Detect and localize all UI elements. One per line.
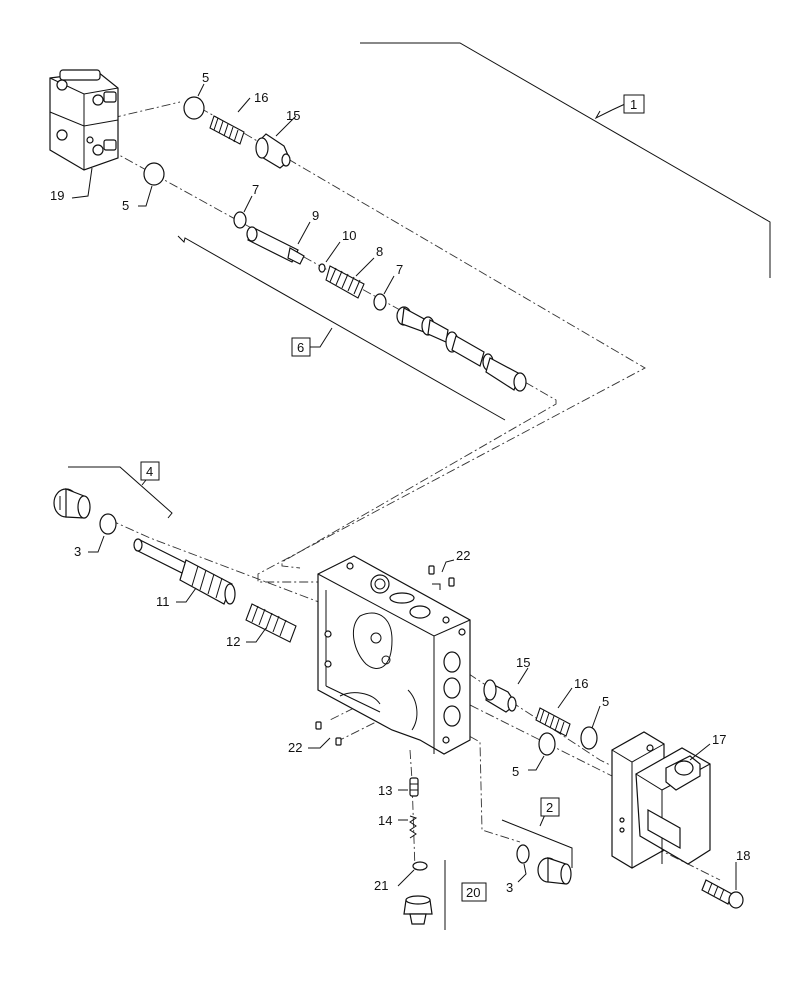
callout-17: 17 <box>712 732 726 747</box>
spring-part-8 <box>325 265 365 299</box>
callout-6: 6 <box>297 340 304 355</box>
plug-part-13 <box>409 777 419 797</box>
callout-18: 18 <box>736 848 750 863</box>
callout-12: 12 <box>226 634 240 649</box>
callout-2: 2 <box>546 800 553 815</box>
callout-16-right: 16 <box>574 676 588 691</box>
callout-5-top-b: 5 <box>122 198 129 213</box>
o-ring-part-5-right-a <box>538 732 556 756</box>
leader-lines <box>71 83 737 890</box>
group-brackets <box>68 42 771 930</box>
plug-part-2 <box>537 857 572 885</box>
plug-part-4 <box>53 488 91 519</box>
poppet-part-15-top <box>255 133 291 169</box>
valve-section-body <box>317 555 471 755</box>
callout-22-top: 22 <box>456 548 470 563</box>
callout-11: 11 <box>156 594 170 609</box>
plug-part-22-top-a <box>428 565 435 575</box>
callout-5-right-a: 5 <box>602 694 609 709</box>
o-ring-part-21 <box>412 861 428 871</box>
callout-4: 4 <box>146 464 153 479</box>
callout-19: 19 <box>50 188 64 203</box>
solenoid-cover-part-17 <box>611 731 711 869</box>
callout-box-1 <box>623 94 645 114</box>
callout-22-bottom: 22 <box>288 740 302 755</box>
spring-part-12 <box>245 603 297 643</box>
plug-part-22-top-b <box>448 577 455 587</box>
callout-5-top-a: 5 <box>202 70 209 85</box>
callout-box-6 <box>291 337 311 357</box>
spring-part-14 <box>409 815 418 839</box>
callout-box-2 <box>540 797 560 817</box>
plug-part-22-bottom-b <box>335 737 342 746</box>
callout-3-right: 3 <box>506 880 513 895</box>
o-ring-part-5-right-b <box>580 726 598 750</box>
callout-16-top: 16 <box>254 90 268 105</box>
piston-part-9 <box>246 226 305 265</box>
callout-7-b: 7 <box>396 262 403 277</box>
callout-3-left: 3 <box>74 544 81 559</box>
callout-14: 14 <box>378 813 392 828</box>
callout-5-right-b: 5 <box>512 764 519 779</box>
spring-part-16-right <box>535 707 571 737</box>
callout-13: 13 <box>378 783 392 798</box>
callout-labels: 1 2 3 3 4 5 5 5 5 6 7 7 8 9 10 11 12 13 … <box>50 70 750 902</box>
callout-9: 9 <box>312 208 319 223</box>
callout-21: 21 <box>374 878 388 893</box>
bolt-part-18 <box>701 879 744 909</box>
ring-part-7-a <box>233 211 247 229</box>
callout-1: 1 <box>630 97 637 112</box>
callout-15-top: 15 <box>286 108 300 123</box>
spring-part-16-top <box>209 115 245 145</box>
ring-part-10 <box>318 263 326 273</box>
spool-part-11 <box>133 538 236 605</box>
o-ring-part-5-top-b <box>143 162 165 186</box>
callout-box-4 <box>140 461 160 481</box>
callout-8: 8 <box>376 244 383 259</box>
spool-assembly-part-6 <box>396 306 527 392</box>
plug-part-20 <box>403 895 433 925</box>
ring-part-7-b <box>373 293 387 311</box>
poppet-part-15-right <box>483 679 517 713</box>
callout-20: 20 <box>466 885 480 900</box>
callout-15-right: 15 <box>516 655 530 670</box>
callout-10: 10 <box>342 228 356 243</box>
o-ring-part-3-left <box>99 513 117 535</box>
o-ring-part-3-right <box>516 844 530 864</box>
plug-part-22-bottom-a <box>315 721 322 730</box>
end-cover-part-19 <box>49 69 119 171</box>
callout-box-20 <box>461 882 487 902</box>
callout-7-a: 7 <box>252 182 259 197</box>
o-ring-part-5-top-a <box>183 96 205 120</box>
